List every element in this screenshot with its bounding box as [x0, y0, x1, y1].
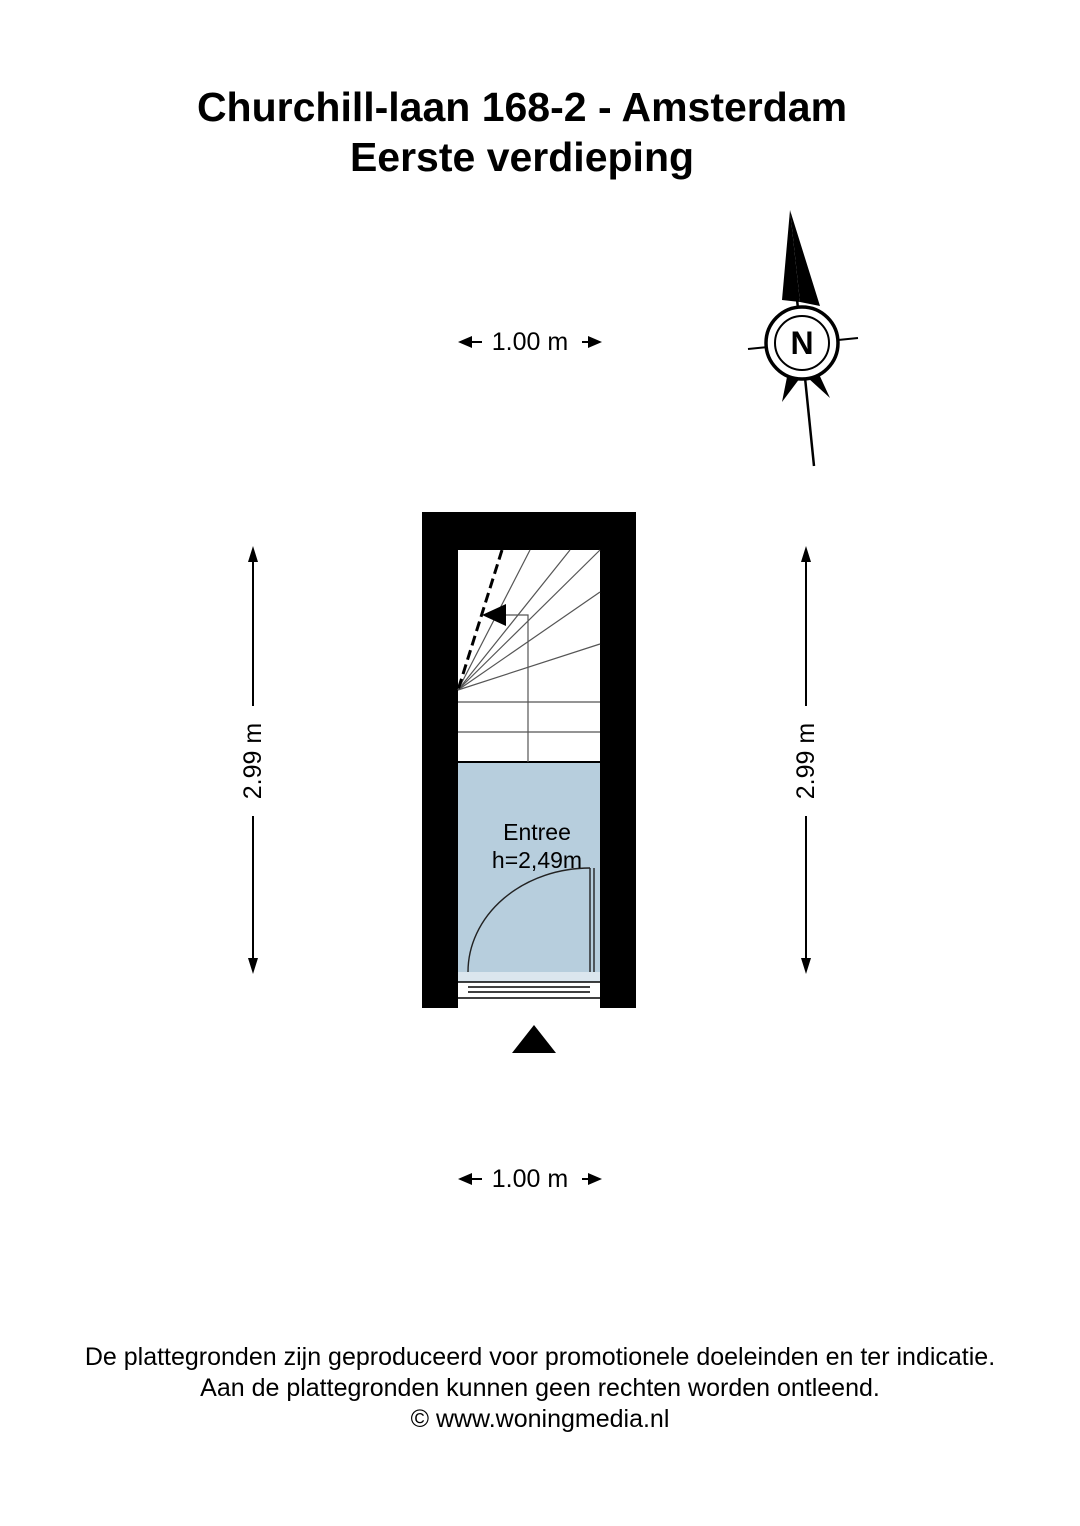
- door-threshold: [458, 981, 600, 999]
- compass-icon: [747, 210, 859, 467]
- bottom-width-label: 1.00 m: [491, 1165, 569, 1193]
- disclaimer-line-2: Aan de plattegronden kunnen geen rechten…: [200, 1374, 880, 1402]
- entree-room: [458, 762, 600, 972]
- entrance-arrow-icon: [512, 1025, 556, 1053]
- stair-railing: [456, 549, 504, 691]
- disclaimer-line-1: De plattegronden zijn geproduceerd voor …: [84, 1343, 996, 1371]
- room-name: Entree: [503, 819, 571, 845]
- stair-direction-arrow-icon: [482, 604, 506, 626]
- left-dimension-line: [248, 546, 258, 974]
- top-dimension-arrows: [458, 336, 602, 348]
- walls: [422, 512, 636, 1008]
- door-swing: [467, 867, 595, 973]
- right-length-label: 2.99 m: [792, 722, 820, 800]
- room-height: h=2,49m: [491, 847, 583, 873]
- left-length-label: 2.99 m: [239, 722, 267, 800]
- compass-north-label: N: [790, 325, 814, 361]
- right-dimension-line: [801, 546, 811, 974]
- top-width-label: 1.00 m: [491, 328, 569, 356]
- bottom-dimension-arrows: [458, 1173, 602, 1185]
- staircase: [457, 549, 601, 762]
- copyright-line: © www.woningmedia.nl: [410, 1405, 670, 1433]
- floor-name: Eerste verdieping: [349, 134, 695, 180]
- plan-title: Churchill-laan 168-2 - Amsterdam: [196, 84, 848, 130]
